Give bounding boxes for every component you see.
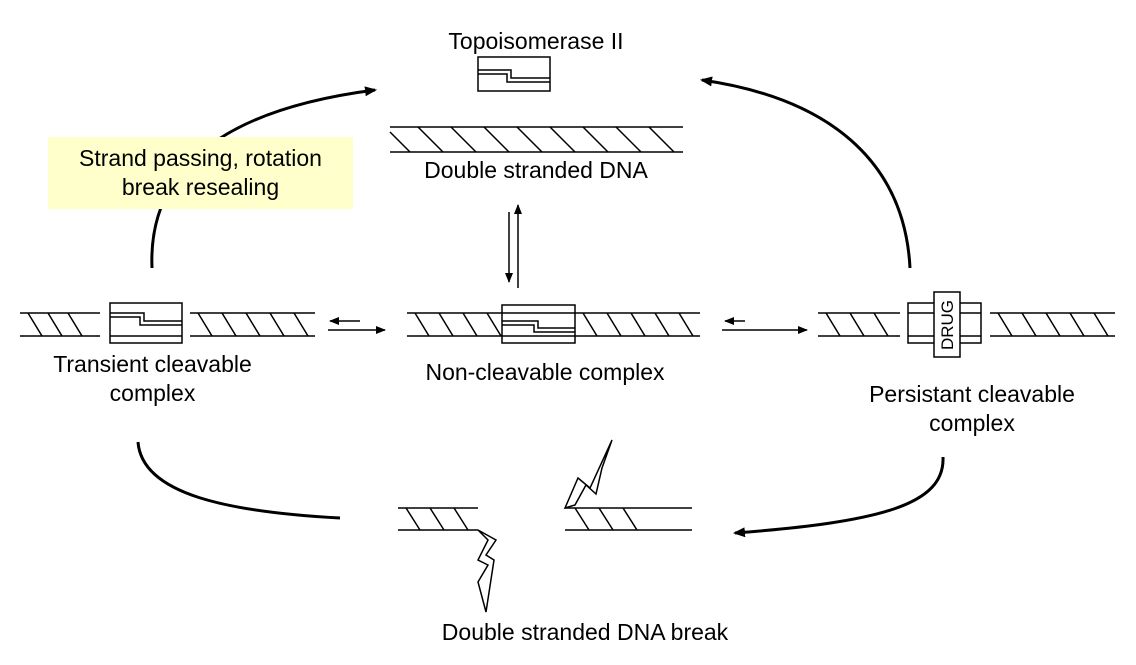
dna-break-label: Double stranded DNA break — [441, 619, 729, 645]
note-text: Strand passing, rotation break resealing — [48, 144, 353, 202]
transient-complex-dna-left — [20, 312, 100, 337]
persistant-complex-dna-right — [990, 312, 1115, 337]
non-cleavable-complex-label: Non-cleavable complex — [425, 359, 665, 385]
note-line-2: break resealing — [121, 174, 280, 200]
arrow-persistant-to-topo — [702, 80, 912, 269]
transient-complex-label: Transient cleavable complex — [20, 350, 285, 408]
right-equilibrium-arrows — [722, 317, 808, 334]
arrow-persistant-to-break — [735, 456, 945, 533]
note-line-1: Strand passing, rotation — [79, 145, 322, 171]
drug-box: DRUG — [933, 291, 961, 358]
transient-complex-label-line-1: Transient cleavable — [53, 351, 252, 377]
persistant-complex-dna-left — [818, 312, 900, 337]
arrow-transient-to-break — [136, 441, 341, 520]
double-stranded-dna-top — [389, 126, 683, 153]
persistant-complex-label-line-1: Persistant cleavable — [869, 381, 1075, 407]
left-equilibrium-arrows — [328, 317, 386, 334]
transient-complex-dna-right — [190, 312, 315, 337]
note-box — [48, 137, 353, 209]
dna-break-right-fragment — [563, 439, 692, 531]
persistant-complex-label-line-2: complex — [929, 410, 1015, 436]
dna-break-left-fragment — [398, 507, 498, 613]
non-cleavable-complex-enzyme-icon — [501, 304, 576, 344]
persistant-complex-label: Persistant cleavable complex — [830, 380, 1114, 438]
topoisomerase-label: Topoisomerase II — [448, 28, 624, 54]
drug-label: DRUG — [938, 300, 957, 350]
double-stranded-dna-label: Double stranded DNA — [424, 157, 648, 183]
transient-complex-enzyme-icon — [109, 302, 183, 344]
topoisomerase-enzyme-icon — [477, 56, 551, 92]
vertical-equilibrium-arrows — [505, 204, 522, 288]
transient-complex-label-line-2: complex — [109, 380, 196, 406]
